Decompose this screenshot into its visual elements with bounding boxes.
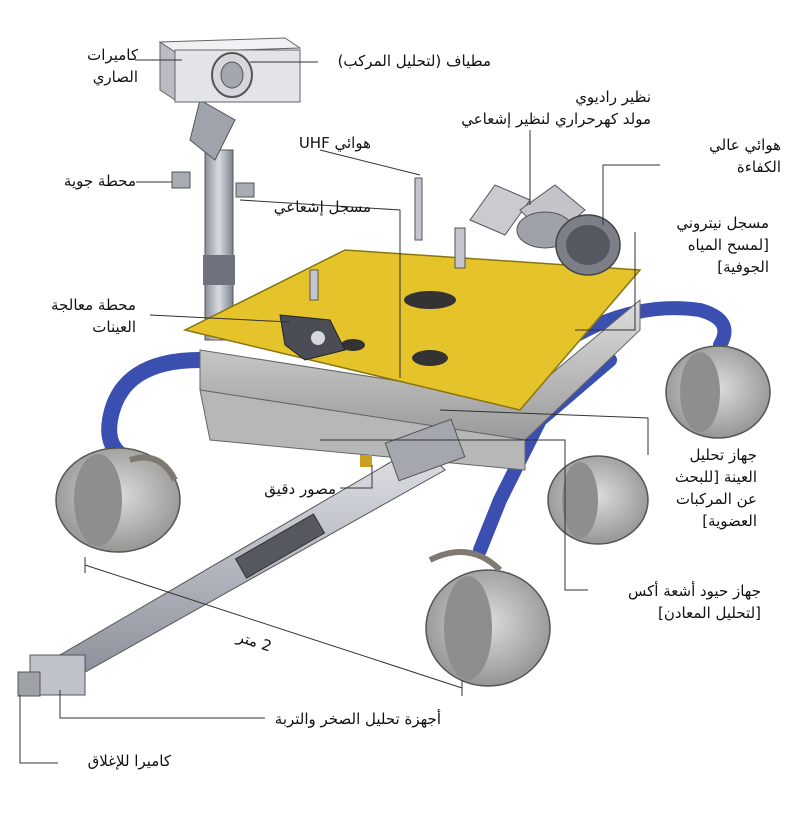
sample-processing-station xyxy=(279,314,346,361)
high-gain-antenna xyxy=(555,214,621,276)
wheel-rear-right xyxy=(665,345,771,439)
front-left-fork xyxy=(129,454,178,482)
uhf-antenna xyxy=(414,177,423,241)
deck-port-3 xyxy=(341,339,365,351)
rear-suspension xyxy=(553,301,732,352)
label-neutron-detector: مسجل نيتروني [لمسح المياه الجوفية] xyxy=(676,214,769,276)
micro-imager-lens xyxy=(360,455,372,467)
label-rock-soil-tools: أجهزة تحليل الصخر والتربة xyxy=(274,710,441,728)
label-rtg: نظير راديوي مولد كهرحراري لنظير إشعاعي xyxy=(461,88,651,128)
deck-post xyxy=(454,227,466,269)
label-spectrometer: مطياف (لتحليل المركب) xyxy=(337,52,491,70)
wheel-front-right xyxy=(425,569,551,687)
weather-station-boom-l xyxy=(171,171,191,189)
leader-lines xyxy=(19,59,660,764)
left-rocker xyxy=(101,352,208,468)
label-radiation-detector: مسجل إشعاعي xyxy=(273,198,371,216)
robotic-arm xyxy=(17,418,466,697)
label-high-gain-antenna: هوائي عالي الكفاءة xyxy=(709,136,781,176)
label-xray-diffraction: جهاز حيود أشعة أكس [لتحليل المعادن] xyxy=(628,582,761,622)
rover-deck xyxy=(182,249,642,411)
label-micro-imager: مصور دقيق xyxy=(264,480,336,498)
label-sample-analysis: جهاز تحليل العينة [للبحث عن المركبات الع… xyxy=(674,446,757,530)
deck-port-2 xyxy=(412,350,448,366)
label-hazcam: كاميرا للإغلاق xyxy=(87,752,171,770)
front-right-fork xyxy=(428,549,503,573)
mast-bracket xyxy=(189,99,236,161)
label-weather-station: محطة جوية xyxy=(63,172,136,190)
wheel-mid-right xyxy=(547,455,649,545)
mast-band xyxy=(203,255,235,285)
mast-head xyxy=(158,37,302,103)
label-uhf-antenna: هوائي UHF xyxy=(298,134,371,152)
wheel-front-left xyxy=(55,447,181,553)
label-sample-processing: محطة معالجة العينات xyxy=(51,296,136,336)
label-mast-cameras: كاميرات الصاري xyxy=(87,46,138,86)
deck-post-2 xyxy=(309,269,319,301)
weather-station-boom-r xyxy=(235,182,255,198)
deck-port-1 xyxy=(404,291,456,309)
